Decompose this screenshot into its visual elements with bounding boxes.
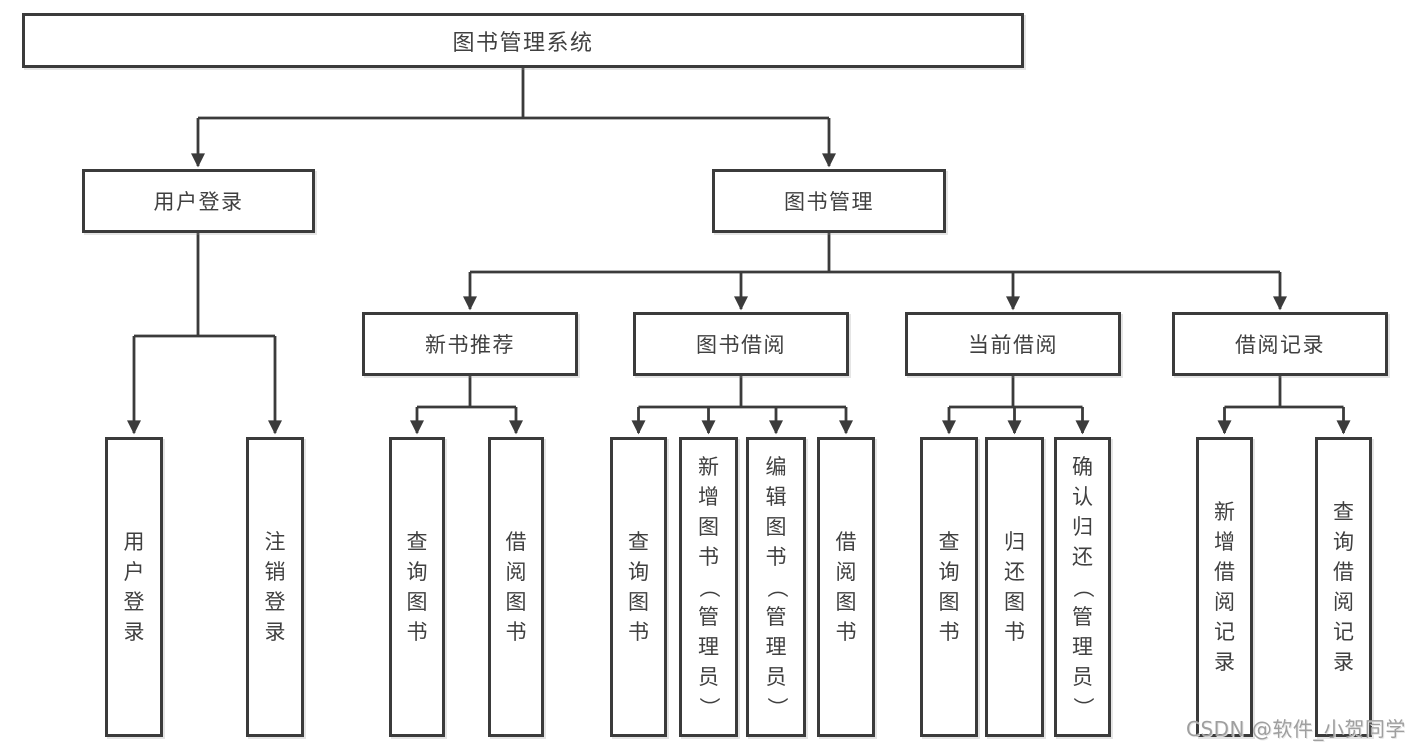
node-label: 图书管理 (784, 190, 874, 214)
leaf-label: 归还图书 (1004, 529, 1025, 644)
leaf-query-borrow-record: 查询借阅记录 (1315, 437, 1372, 737)
node-current-borrowing: 当前借阅 (905, 312, 1121, 376)
leaf-label: 编辑图书（管理员） (764, 454, 789, 718)
leaf-label: 查询借阅记录 (1333, 499, 1354, 674)
node-book-management: 图书管理 (712, 169, 946, 233)
leaf-return-books: 归还图书 (985, 437, 1044, 737)
leaf-label: 新增图书（管理员） (697, 454, 721, 718)
leaf-label: 新增借阅记录 (1214, 499, 1235, 674)
leaf-add-borrow-record: 新增借阅记录 (1196, 437, 1253, 737)
leaf-confirm-return-admin: 确认归还（管理员） (1054, 437, 1111, 737)
node-new-book-recommend: 新书推荐 (362, 312, 578, 376)
connector-arrows (127, 118, 1351, 435)
leaf-add-books-admin: 新增图书（管理员） (679, 437, 738, 737)
node-label: 借阅记录 (1235, 333, 1325, 357)
node-book-borrowing: 图书借阅 (633, 312, 849, 376)
leaf-query-books-borrowing: 查询图书 (610, 437, 667, 737)
node-label: 用户登录 (153, 190, 244, 214)
node-label: 图书借阅 (696, 333, 786, 357)
leaf-query-books-current: 查询图书 (920, 437, 978, 737)
node-user-login: 用户登录 (82, 169, 315, 233)
leaf-borrow-books-recommend: 借阅图书 (488, 437, 544, 737)
leaf-user-login: 用户登录 (105, 437, 163, 737)
leaf-label: 确认归还（管理员） (1071, 454, 1095, 718)
leaf-label: 查询图书 (938, 529, 960, 644)
node-borrowing-records: 借阅记录 (1172, 312, 1388, 376)
leaf-label: 借阅图书 (835, 529, 857, 644)
leaf-borrow-books: 借阅图书 (817, 437, 875, 737)
node-label: 新书推荐 (425, 333, 515, 357)
leaf-label: 借阅图书 (505, 529, 527, 644)
leaf-label: 查询图书 (406, 529, 428, 644)
node-label: 当前借阅 (968, 333, 1058, 357)
watermark-text: CSDN @软件_小贺同学 (1186, 717, 1405, 741)
leaf-label: 用户登录 (123, 529, 145, 644)
node-label: 图书管理系统 (452, 30, 594, 56)
leaf-edit-books-admin: 编辑图书（管理员） (746, 437, 806, 737)
leaf-logout: 注销登录 (246, 437, 304, 737)
node-library-system: 图书管理系统 (22, 13, 1024, 68)
leaf-label: 查询图书 (628, 529, 649, 644)
leaf-label: 注销登录 (264, 529, 286, 644)
leaf-query-books-recommend: 查询图书 (389, 437, 445, 737)
